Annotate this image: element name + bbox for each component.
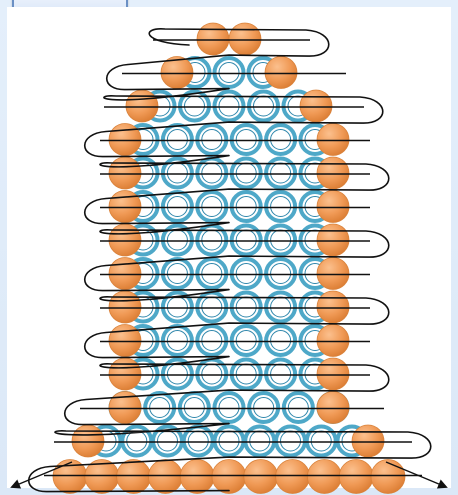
base-bead [371,460,405,494]
edge-bead [265,57,297,89]
edge-bead [317,258,349,290]
edge-bead [352,425,384,457]
edge-bead [109,224,141,256]
edge-bead [109,358,141,390]
edge-bead [317,291,349,323]
base-bead [307,460,341,494]
edge-bead [109,258,141,290]
edge-bead [109,325,141,357]
edge-bead [317,392,349,424]
edge-bead [126,90,158,122]
edge-bead [109,191,141,223]
base-bead [244,460,278,494]
edge-bead [317,157,349,189]
base-bead [339,460,373,494]
base-bead [276,460,310,494]
base-bead [117,460,151,494]
base-bead [212,460,246,494]
edge-bead [109,291,141,323]
edge-bead [317,224,349,256]
edge-bead [72,425,104,457]
base-bead [180,460,214,494]
edge-bead [109,124,141,156]
edge-bead [197,23,229,55]
edge-bead [317,325,349,357]
edge-bead [109,157,141,189]
edge-bead [317,191,349,223]
base-bead [148,460,182,494]
edge-bead [317,358,349,390]
edge-bead [317,124,349,156]
edge-bead [229,23,261,55]
edge-bead [300,90,332,122]
